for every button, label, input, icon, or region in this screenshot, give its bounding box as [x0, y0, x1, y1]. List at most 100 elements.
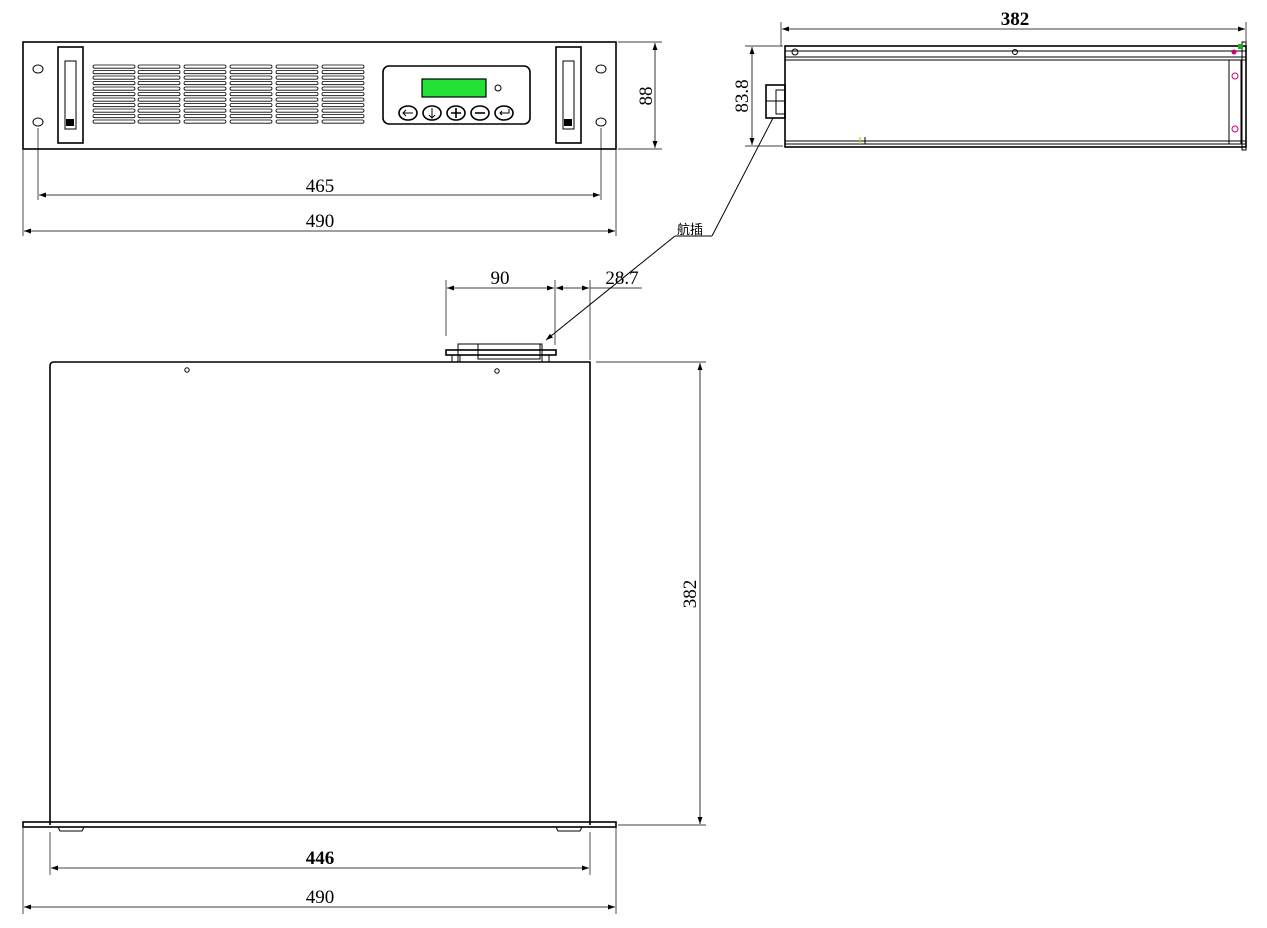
vent-slot — [275, 70, 319, 75]
vent-slot — [183, 119, 227, 124]
dimension-label: 446 — [306, 848, 335, 869]
dimension-panel-width: 490 — [22, 828, 617, 914]
vent-slot — [137, 64, 181, 69]
dimension-connector: 90 28.7 — [445, 268, 642, 360]
vent-slot — [321, 64, 365, 69]
dimension-height: 88 — [618, 41, 662, 150]
front-view: 88 465 490 — [22, 41, 662, 236]
dimension-hole-spacing: 465 — [37, 128, 602, 200]
vent-slot — [137, 75, 181, 80]
vent-slot — [92, 114, 136, 119]
vent-slot — [183, 108, 227, 113]
enter-icon — [499, 109, 510, 116]
vent-slot — [321, 81, 365, 86]
vent-slot — [275, 103, 319, 108]
keypad-button[interactable] — [470, 105, 490, 121]
mount-hole — [32, 64, 44, 74]
vent-slot — [183, 97, 227, 102]
vent-slot — [229, 92, 273, 97]
vent-slot — [275, 86, 319, 91]
vent-slot — [92, 108, 136, 113]
vent-slot — [137, 114, 181, 119]
dimension-side-height: 83.8 — [732, 45, 783, 147]
vent-slot — [229, 64, 273, 69]
vent-slot — [137, 119, 181, 124]
dimension-label: 88 — [636, 87, 657, 106]
connector-label: 航插 — [677, 222, 703, 238]
vent-slot — [183, 103, 227, 108]
vent-slot — [183, 64, 227, 69]
vent-slot — [275, 114, 319, 119]
vent-slot — [229, 86, 273, 91]
dimension-label: 490 — [306, 211, 335, 232]
down-arrow-icon — [428, 108, 436, 119]
vent-slot — [321, 108, 365, 113]
side-connector — [765, 84, 786, 119]
vent-slot — [229, 108, 273, 113]
vent-slot — [183, 75, 227, 80]
vent-slot — [275, 81, 319, 86]
vent-slot — [137, 97, 181, 102]
vent-slot — [183, 70, 227, 75]
vent-slot — [183, 81, 227, 86]
dimension-side-length: 382 — [780, 9, 1247, 46]
vent-slot — [137, 103, 181, 108]
lcd-display — [421, 78, 487, 98]
vent-slot — [229, 119, 273, 124]
vent-slot — [229, 103, 273, 108]
top-front-panel — [22, 821, 617, 828]
top-body — [49, 361, 591, 825]
plus-icon — [451, 108, 461, 118]
vent-slot — [137, 92, 181, 97]
vent-slot — [183, 86, 227, 91]
dimension-panel-width: 490 — [22, 150, 617, 236]
vent-slot — [321, 114, 365, 119]
vent-slot — [229, 97, 273, 102]
vent-grille — [92, 64, 365, 124]
vent-slot — [137, 70, 181, 75]
vent-slot — [321, 75, 365, 80]
dimension-label: 382 — [680, 580, 701, 609]
vent-slot — [321, 119, 365, 124]
dimension-label: 90 — [491, 268, 510, 289]
dimension-depth: 382 — [596, 361, 706, 826]
front-panel — [22, 41, 617, 150]
vent-slot — [321, 103, 365, 108]
dimension-label: 465 — [306, 176, 335, 197]
vent-slot — [92, 103, 136, 108]
dimension-label: 83.8 — [732, 79, 753, 112]
keypad-button[interactable] — [398, 105, 418, 121]
vent-slot — [137, 81, 181, 86]
side-view: 382 83.8 航插 — [545, 9, 1247, 341]
connector-callout: 航插 — [545, 117, 774, 341]
vent-slot — [137, 86, 181, 91]
vent-slot — [275, 64, 319, 69]
vent-slot — [92, 119, 136, 124]
vent-slot — [275, 119, 319, 124]
vent-slot — [275, 108, 319, 113]
vent-slot — [321, 86, 365, 91]
dimension-label: 382 — [1001, 9, 1030, 30]
vent-slot — [92, 75, 136, 80]
screw-hole — [184, 367, 190, 373]
keypad-button[interactable] — [494, 105, 514, 121]
vent-slot — [92, 70, 136, 75]
vent-slot — [92, 97, 136, 102]
control-panel — [382, 65, 531, 125]
vent-slot — [321, 97, 365, 102]
vent-slot — [275, 75, 319, 80]
mount-hole — [595, 64, 607, 74]
vent-slot — [321, 70, 365, 75]
vent-slot — [229, 75, 273, 80]
left-handle — [57, 46, 84, 144]
mount-hole — [32, 117, 44, 127]
vent-slot — [275, 97, 319, 102]
vent-slot — [229, 114, 273, 119]
keypad-button[interactable] — [446, 105, 466, 121]
dimension-label: 490 — [306, 887, 335, 908]
top-connector — [445, 343, 557, 363]
keypad-button[interactable] — [422, 105, 442, 121]
dimension-body-width: 446 — [49, 832, 591, 875]
status-led — [494, 84, 502, 92]
